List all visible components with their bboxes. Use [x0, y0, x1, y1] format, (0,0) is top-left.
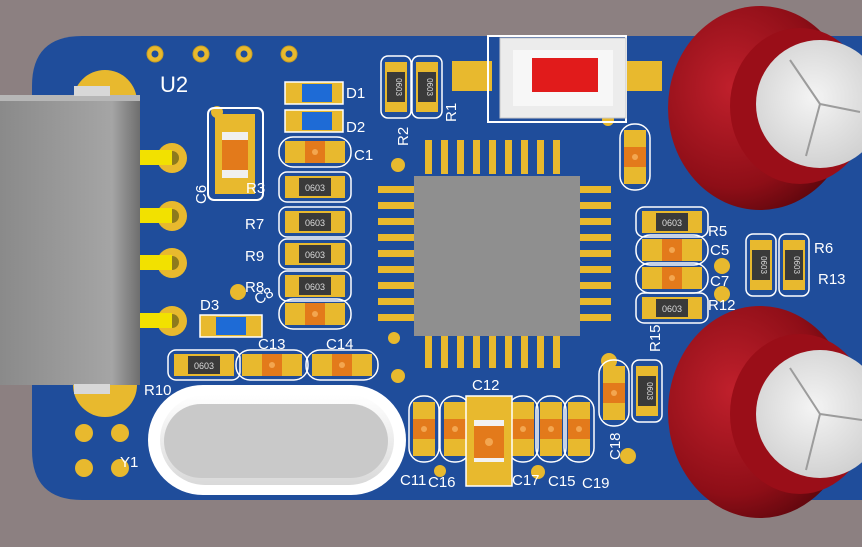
label-c11: C11 — [400, 472, 426, 489]
label-c14: C14 — [326, 336, 354, 353]
resistor-marking: 0603 — [394, 78, 403, 96]
label-c16: C16 — [428, 474, 456, 491]
label-d2: D2 — [346, 119, 365, 136]
resistor-r5: 0603 — [635, 206, 709, 238]
label-r15: R15 — [647, 324, 664, 352]
electrolytic-cap-top — [668, 6, 862, 210]
label-r2: R2 — [395, 127, 412, 146]
cap-c15 — [535, 395, 567, 463]
resistor-marking: 0603 — [662, 218, 682, 228]
label-c5: C5 — [710, 242, 729, 259]
label-y1: Y1 — [120, 454, 138, 471]
resistor-r8: 0603 — [278, 270, 352, 302]
vias — [75, 106, 730, 479]
label-d3: D3 — [200, 297, 219, 314]
cap-c19 — [563, 395, 595, 463]
resistor-r12: 0603 — [635, 292, 709, 324]
label-r1: R1 — [443, 103, 460, 122]
crystal-y1 — [148, 385, 406, 495]
label-r7: R7 — [245, 216, 264, 233]
cap-c12 — [465, 395, 513, 487]
label-d1: D1 — [346, 85, 365, 102]
label-r10: R10 — [144, 382, 172, 399]
cap-c18 — [598, 359, 630, 427]
cap-c11 — [408, 395, 440, 463]
leds — [199, 81, 344, 338]
resistor-marking: 0603 — [425, 78, 434, 96]
cap-right-top — [619, 123, 651, 191]
label-r6: R6 — [814, 240, 833, 257]
resistor-r6: 0603 — [745, 233, 777, 297]
push-button — [452, 35, 662, 123]
cap-c13 — [235, 349, 309, 381]
cap-c8 — [278, 298, 352, 330]
label-c6: C6 — [193, 185, 210, 204]
resistor-marking: 0603 — [194, 361, 214, 371]
label-c17: C17 — [512, 472, 540, 489]
resistor-marking: 0603 — [645, 382, 654, 400]
resistor-r13: 0603 — [778, 233, 810, 297]
resistor-marking: 0603 — [759, 256, 768, 274]
resistor-r10: 0603 — [167, 349, 241, 381]
label-c12: C12 — [472, 377, 500, 394]
resistor-marking: 0603 — [305, 250, 325, 260]
resistor-r9: 0603 — [278, 238, 352, 270]
label-c13: C13 — [258, 336, 286, 353]
cap-c5 — [635, 234, 709, 266]
label-c7: C7 — [710, 273, 729, 290]
label-c15: C15 — [548, 473, 576, 490]
resistor-marking: 0603 — [792, 256, 801, 274]
resistor-r7: 0603 — [278, 206, 352, 238]
usb-pins — [132, 143, 187, 336]
label-c1: C1 — [354, 147, 373, 164]
resistor-marking: 0603 — [662, 304, 682, 314]
main-ic — [378, 140, 611, 368]
resistor-r1: 0603 — [411, 55, 443, 119]
label-c18: C18 — [607, 432, 624, 460]
resistor-r3: 0603 — [278, 171, 352, 203]
cap-c7 — [635, 262, 709, 294]
label-r8: R8 — [245, 279, 264, 296]
cap-c6 — [207, 107, 264, 201]
resistor-r2: 0603 — [380, 55, 412, 119]
label-r12: R12 — [708, 297, 736, 314]
resistor-r15: 0603 — [631, 359, 663, 423]
electrolytic-cap-bottom — [668, 306, 862, 518]
cap-c14 — [305, 349, 379, 381]
small-components: 0603 0603 0603 0603 0603 0603 0603 0603 0603 0603… — [167, 55, 810, 463]
label-r5: R5 — [708, 223, 727, 240]
label-r9: R9 — [245, 248, 264, 265]
label-r3: R3 — [246, 180, 265, 197]
resistor-marking: 0603 — [305, 183, 325, 193]
usb-connector — [0, 95, 140, 385]
label-u2: U2 — [160, 72, 188, 97]
header-holes — [146, 45, 298, 63]
label-c19: C19 — [582, 475, 610, 492]
cap-c1 — [278, 136, 352, 168]
resistor-marking: 0603 — [305, 282, 325, 292]
cap-c16 — [439, 395, 471, 463]
button-cap — [532, 58, 598, 92]
resistor-marking: 0603 — [305, 218, 325, 228]
label-r13: R13 — [818, 271, 846, 288]
